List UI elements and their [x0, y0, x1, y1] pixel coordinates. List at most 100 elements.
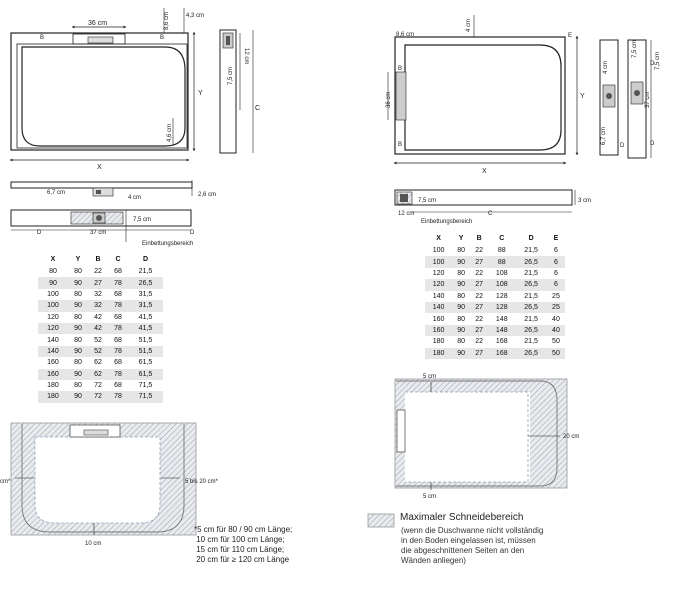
table-cell: 22	[475, 338, 484, 346]
table-cell: 80	[74, 290, 82, 298]
table-cell: 25	[552, 292, 560, 300]
table-cell: 80	[74, 382, 82, 390]
table-header-cell: E	[553, 235, 559, 242]
table-cell: 51,5	[138, 336, 153, 344]
dimension-cm-star: cm*	[0, 479, 11, 485]
table-cell: 78	[107, 300, 128, 312]
table-cell: 90	[452, 324, 471, 337]
table-cell: 68	[114, 336, 122, 344]
left-cut-area-diagram	[10, 422, 197, 536]
table-header-cell: D	[528, 235, 534, 242]
table-cell: 27	[470, 347, 489, 359]
label-d: D	[650, 61, 655, 67]
dimension-5cm: 5 cm	[423, 494, 436, 500]
table-cell: 140	[432, 292, 445, 300]
table-cell: 68	[114, 359, 122, 367]
left-side-section	[219, 29, 254, 154]
table-cell: 80	[457, 269, 466, 277]
left-front-elevation	[10, 180, 193, 197]
table-cell: 160	[425, 324, 453, 337]
table-cell: 128	[495, 292, 508, 300]
table-cell: 22	[475, 247, 484, 255]
table-cell: 6	[546, 256, 565, 268]
table-cell: 26,5	[515, 256, 547, 268]
table-cell: 120	[432, 269, 445, 277]
table-cell: 90	[67, 345, 88, 358]
dimension-36cm: 36 cm	[88, 20, 107, 27]
table-cell: 90	[452, 256, 471, 268]
table-cell: 148	[488, 324, 516, 337]
table-cell: 68	[114, 268, 122, 276]
table-cell: 100	[425, 256, 453, 268]
table-cell: 90	[67, 277, 88, 289]
table-cell: 90	[67, 391, 88, 403]
label-d: D	[190, 230, 195, 236]
table-cell: 128	[488, 301, 516, 314]
table-cell: 21,5	[524, 292, 538, 300]
dimension-4cm: 4 cm	[466, 19, 472, 32]
table-cell: 80	[74, 359, 82, 367]
table-cell: 40	[552, 315, 560, 323]
table-cell: 90	[67, 300, 88, 312]
dimension-3cm: 3 cm	[578, 198, 591, 204]
dimension-75cm: 7,5 cm	[133, 217, 151, 223]
table-cell: 148	[495, 315, 508, 323]
label-b: B	[398, 66, 402, 72]
table-cell: 160	[47, 359, 59, 367]
table-cell: 41,5	[138, 313, 153, 321]
table-cell: 52	[87, 345, 108, 358]
table-cell: 21,5	[524, 269, 538, 277]
table-cell: 90	[67, 322, 88, 335]
dimension-5-to-20cm: 5 bis 20 cm*	[185, 479, 219, 485]
dimension-67cm: 6,7 cm	[47, 190, 65, 196]
table-cell: 120	[425, 279, 453, 291]
table-cell: 100	[47, 290, 59, 298]
table-cell: 71,5	[127, 391, 163, 403]
einbettungsbereich-label: Einbettungsbereich	[421, 219, 472, 225]
table-cell: 140	[425, 301, 453, 314]
table-cell: 90	[38, 277, 68, 289]
table-cell: 90	[452, 279, 471, 291]
dimension-12cm: 12 cm	[243, 48, 249, 64]
table-cell: 42	[94, 313, 102, 321]
table-cell: 78	[107, 345, 128, 358]
table-cell: 71,5	[138, 382, 153, 390]
einbettungsbereich-label: Einbettungsbereich	[142, 241, 193, 247]
table-cell: 42	[87, 322, 108, 335]
table-cell: 180	[432, 338, 445, 346]
dimension-10cm: 10 cm	[85, 541, 101, 547]
label-y: Y	[580, 93, 585, 100]
table-cell: 51,5	[127, 345, 163, 358]
table-cell: 168	[495, 338, 508, 346]
right-side-sections	[599, 39, 652, 159]
dimension-75cm: 7,5 cm	[655, 52, 661, 70]
dimension-12cm: 12 cm	[398, 211, 414, 217]
table-cell: 22	[475, 315, 484, 323]
dimension-36cm: 36 cm	[386, 92, 392, 108]
table-cell: 32	[94, 290, 102, 298]
table-cell: 26,5	[515, 301, 547, 314]
table-cell: 120	[38, 322, 68, 335]
table-cell: 6	[553, 247, 558, 255]
table-cell: 27	[87, 277, 108, 289]
dimension-86cm: 8,6 cm	[164, 12, 170, 30]
dimension-26cm: 2,6 cm	[198, 192, 216, 198]
table-cell: 180	[38, 391, 68, 403]
table-cell: 61,5	[127, 368, 163, 380]
table-cell: 32	[87, 300, 108, 312]
